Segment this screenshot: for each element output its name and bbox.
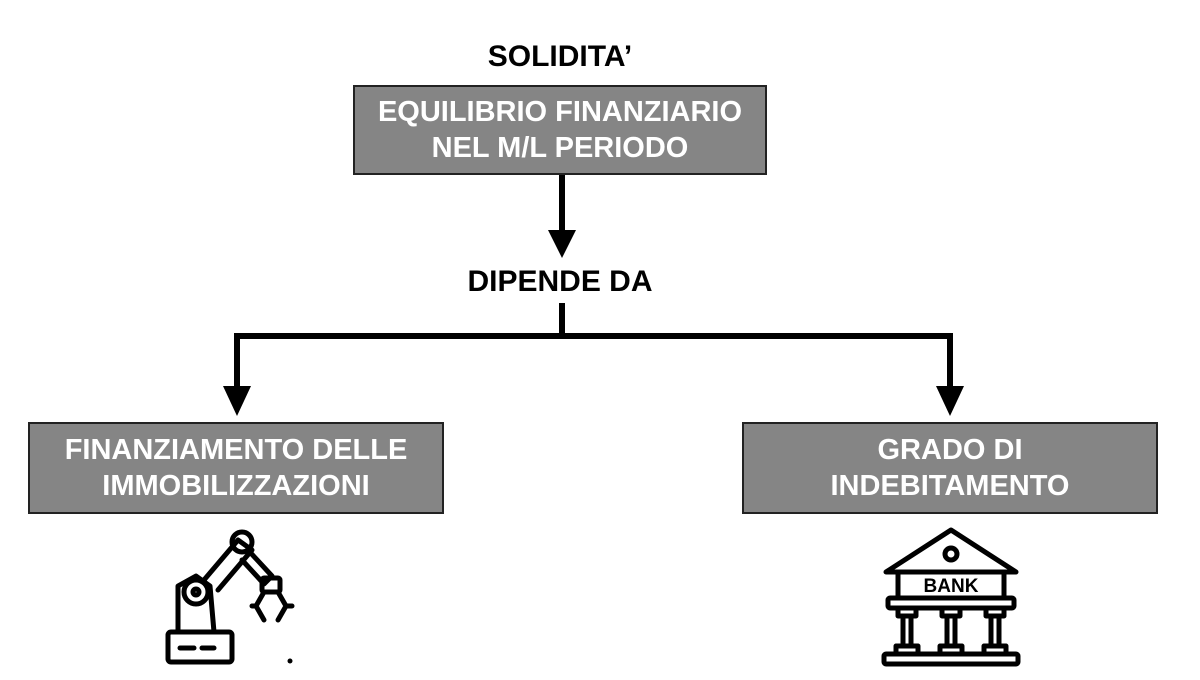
connector-right bbox=[562, 333, 953, 388]
top-box-line1: EQUILIBRIO FINANZIARIO bbox=[377, 96, 743, 128]
diagram-title: SOLIDITA’ bbox=[487, 40, 633, 73]
connector-left bbox=[234, 333, 562, 388]
right-box: GRADO DI INDEBITAMENTO bbox=[742, 422, 1158, 514]
arrow-down-right bbox=[936, 386, 964, 416]
top-box-line2: NEL M/L PERIODO bbox=[431, 132, 689, 164]
bank-text: BANK bbox=[924, 576, 979, 597]
arrow-down-top bbox=[548, 230, 576, 258]
right-box-line2: INDEBITAMENTO bbox=[830, 470, 1070, 502]
arrow-down-left bbox=[223, 386, 251, 416]
top-box: EQUILIBRIO FINANZIARIO NEL M/L PERIODO bbox=[353, 85, 767, 175]
bank-building-icon: BANK bbox=[881, 527, 1021, 667]
left-box-line2: IMMOBILIZZAZIONI bbox=[102, 470, 370, 502]
robotic-arm-icon bbox=[165, 529, 295, 665]
right-box-line1: GRADO DI bbox=[877, 434, 1023, 466]
connector-label: DIPENDE DA bbox=[467, 265, 653, 298]
left-box: FINANZIAMENTO DELLE IMMOBILIZZAZIONI bbox=[28, 422, 444, 514]
left-box-line1: FINANZIAMENTO DELLE bbox=[64, 434, 408, 466]
